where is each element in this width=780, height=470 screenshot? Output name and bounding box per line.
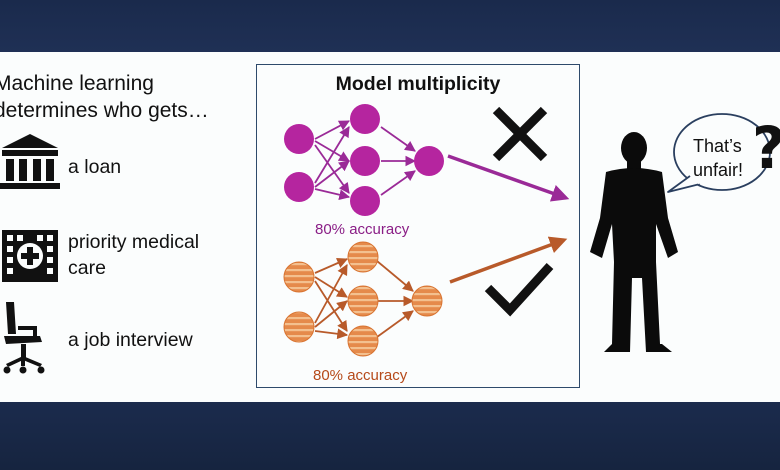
purple-arrow: [447, 154, 570, 202]
item-label-job: a job interview: [68, 329, 193, 351]
top-frame: [0, 0, 780, 52]
speech-bubble-icon: [667, 113, 771, 193]
check-icon: [484, 262, 554, 317]
model-title: Model multiplicity: [335, 73, 501, 95]
question-mark-icon: ?: [752, 118, 780, 178]
accuracy-label-top: 80% accuracy: [315, 221, 410, 238]
heading: Machine learning determines who gets…: [0, 72, 209, 122]
item-label-loan: a loan: [68, 156, 122, 178]
office-chair-icon: [3, 302, 45, 374]
speech-text: That’s unfair!: [693, 134, 753, 182]
item-label-medical: priority medical care: [68, 231, 200, 279]
networks-diagram: [283, 104, 444, 357]
person-silhouette-icon: [590, 132, 678, 352]
bank-icon: [0, 134, 60, 189]
decision-arrows: [447, 106, 771, 352]
speech-line: That’s unfair!: [693, 136, 744, 180]
purple-nodes: [284, 104, 444, 216]
hospital-icon: [2, 230, 58, 282]
model-multiplicity-box: Model multiplicity: [256, 64, 580, 388]
bottom-frame: [0, 402, 780, 470]
cross-icon: [492, 106, 548, 162]
orange-arrow: [449, 236, 568, 284]
accuracy-label-bottom: 80% accuracy: [313, 367, 408, 384]
orange-nodes: [283, 241, 443, 357]
illustration-panel: Machine learning determines who gets… a …: [0, 52, 780, 402]
